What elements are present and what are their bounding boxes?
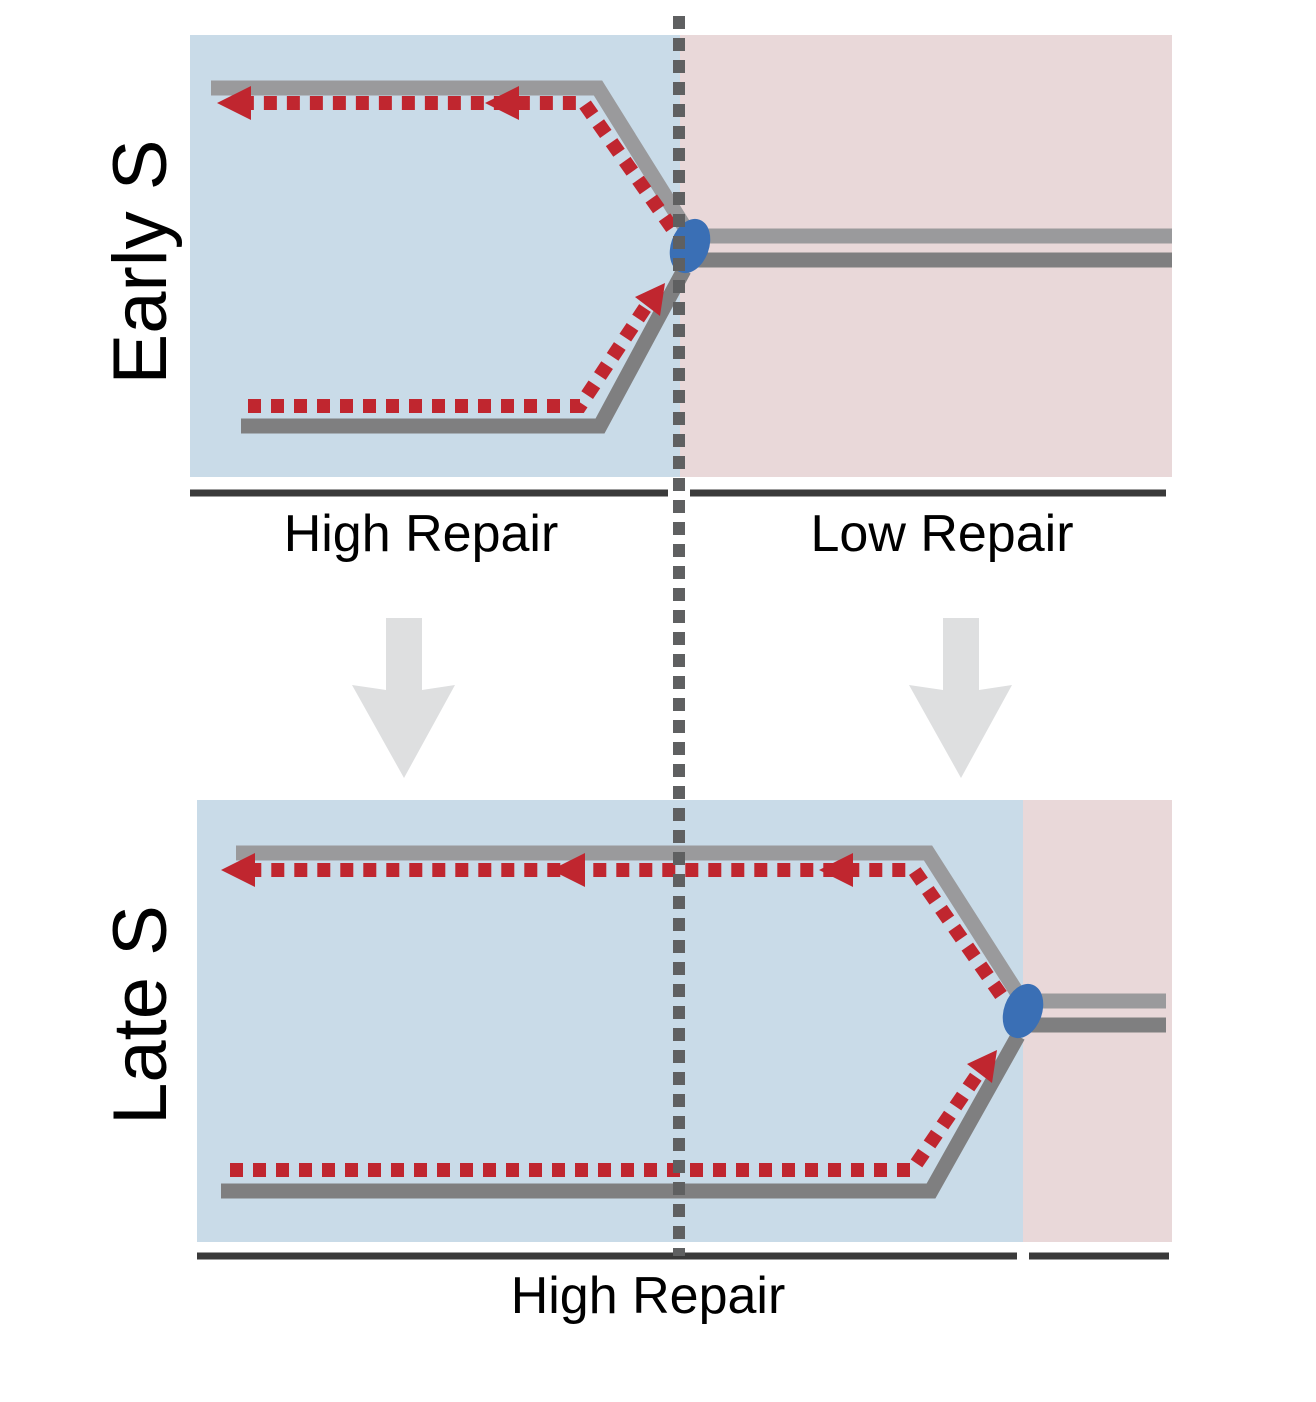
transition-arrows [352,618,1012,778]
early-leading-strand-arrow [250,96,678,233]
early-s-label: Early S [98,140,183,385]
late-replication-fork [1002,983,1044,1039]
early-low-repair-label: Low Repair [810,505,1073,563]
early-high-repair-label: High Repair [284,505,559,563]
late-high-repair-label: High Repair [511,1267,786,1325]
late-s-label: Late S [98,905,183,1125]
early-s-panel: High Repair Low Repair Early S [98,35,1172,563]
left-down-arrow-icon [352,618,455,778]
late-top-arrowhead-mid [551,853,585,887]
late-top-strand [236,845,1025,999]
early-bottom-strand [241,266,691,434]
late-bottom-strand [221,1032,1025,1199]
late-leading-strand-arrow [255,863,1007,999]
early-top-strand [211,80,691,230]
late-bottom-arrowhead [967,1050,997,1083]
late-top-arrowhead-near [819,853,853,887]
late-s-panel: High Repair Late S [98,800,1172,1325]
early-bottom-arrowhead [635,283,665,316]
early-top-arrowhead-end [217,86,251,120]
right-down-arrow-icon [909,618,1012,778]
early-top-arrowhead-mid [485,86,519,120]
late-top-arrowhead-end [221,853,255,887]
early-lagging-strand-arrow [248,304,651,413]
